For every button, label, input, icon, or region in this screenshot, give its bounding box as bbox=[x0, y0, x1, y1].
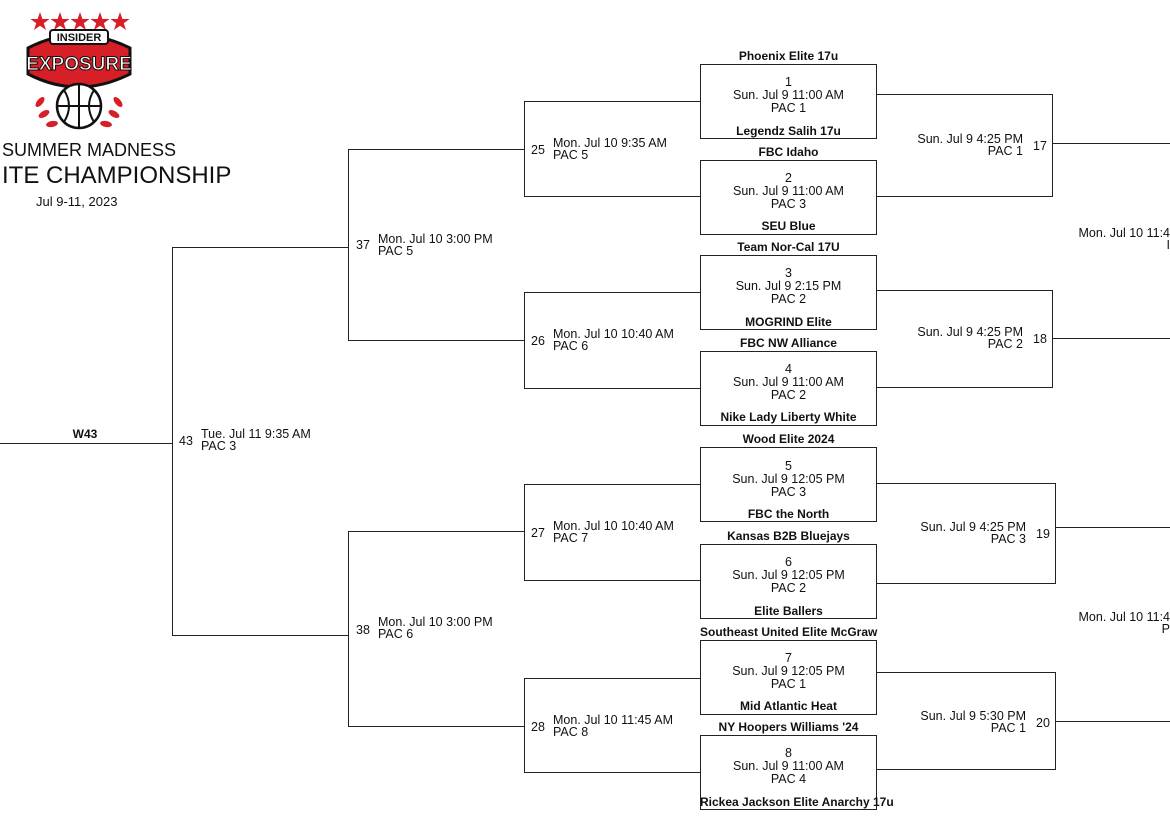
game-court: PAC 2 bbox=[770, 581, 807, 595]
game-number-20: 20 bbox=[1036, 716, 1050, 730]
game-number: 4 bbox=[785, 362, 792, 376]
game-info-3: 3 Sun. Jul 9 2:15 PM PAC 2 bbox=[700, 267, 877, 306]
game-number-43: 43 bbox=[179, 434, 193, 448]
game-time: Sun. Jul 9 12:05 PM bbox=[732, 568, 845, 582]
game-number: 1 bbox=[785, 75, 792, 89]
event-title-line2: ITE CHAMPIONSHIP bbox=[2, 162, 232, 189]
game-info-2: 2 Sun. Jul 9 11:00 AM PAC 3 bbox=[700, 172, 877, 211]
team-bottom[interactable]: FBC the North bbox=[747, 507, 830, 521]
basketball-icon bbox=[55, 82, 103, 130]
game-info-6: 6 Sun. Jul 9 12:05 PM PAC 2 bbox=[700, 556, 877, 595]
game-number: 5 bbox=[785, 459, 792, 473]
game-number: 6 bbox=[785, 555, 792, 569]
game-info-7: 7 Sun. Jul 9 12:05 PM PAC 1 bbox=[700, 652, 877, 691]
team-bottom[interactable]: Nike Lady Liberty White bbox=[720, 410, 857, 424]
game-info-4: 4 Sun. Jul 9 11:00 AM PAC 2 bbox=[700, 363, 877, 402]
game-number-19: 19 bbox=[1036, 527, 1050, 541]
star-icon bbox=[30, 12, 130, 30]
team-bottom[interactable]: Elite Ballers bbox=[754, 604, 823, 618]
far-right-game-schedule[interactable]: Mon. Jul 10 11:4 P bbox=[1078, 610, 1170, 636]
team-top[interactable]: Southeast United Elite McGraw bbox=[700, 625, 878, 639]
game-box-2[interactable] bbox=[700, 160, 877, 235]
team-top[interactable]: FBC NW Alliance bbox=[740, 336, 837, 350]
game-schedule-38[interactable]: Mon. Jul 10 3:00 PM PAC 6 bbox=[378, 615, 493, 641]
game-schedule-37[interactable]: Mon. Jul 10 3:00 PM PAC 5 bbox=[378, 232, 493, 258]
game-number-18: 18 bbox=[1033, 332, 1047, 346]
game-box-1[interactable] bbox=[700, 64, 877, 139]
game-number-27: 27 bbox=[531, 526, 545, 540]
game-schedule-28[interactable]: Mon. Jul 10 11:45 AM PAC 8 bbox=[553, 713, 673, 739]
game-time: Sun. Jul 9 2:15 PM bbox=[735, 279, 842, 293]
team-top[interactable]: Team Nor-Cal 17U bbox=[737, 240, 840, 254]
team-bottom[interactable]: Mid Atlantic Heat bbox=[740, 699, 837, 713]
team-top[interactable]: FBC Idaho bbox=[758, 145, 819, 159]
game-time: Sun. Jul 9 12:05 PM bbox=[732, 664, 845, 678]
game-box-4[interactable] bbox=[700, 351, 877, 426]
game-number: 3 bbox=[785, 266, 792, 280]
game-number-28: 28 bbox=[531, 720, 545, 734]
game-info-1: 1 Sun. Jul 9 11:00 AM PAC 1 bbox=[700, 76, 877, 115]
game-time: Sun. Jul 9 11:00 AM bbox=[733, 759, 844, 773]
event-dates: Jul 9-11, 2023 bbox=[36, 194, 118, 209]
insider-exposure-logo: INSIDER EXPOSURE bbox=[18, 10, 148, 140]
game-court: PAC 2 bbox=[770, 292, 807, 306]
consolation-game-18[interactable]: Sun. Jul 9 4:25 PM PAC 2 bbox=[917, 325, 1023, 351]
game-schedule-43[interactable]: Tue. Jul 11 9:35 AM PAC 3 bbox=[201, 427, 311, 453]
game-schedule-27[interactable]: Mon. Jul 10 10:40 AM PAC 7 bbox=[553, 519, 674, 545]
game-number: 2 bbox=[785, 171, 792, 185]
team-bottom[interactable]: Legendz Salih 17u bbox=[736, 124, 841, 138]
game-info-5: 5 Sun. Jul 9 12:05 PM PAC 3 bbox=[700, 460, 877, 499]
event-title-line1: SUMMER MADNESS bbox=[2, 140, 177, 160]
game-time: Sun. Jul 9 11:00 AM bbox=[733, 184, 844, 198]
game-court: PAC 2 bbox=[770, 388, 807, 402]
game-box-5[interactable] bbox=[700, 447, 877, 522]
game-court: PAC 1 bbox=[770, 677, 807, 691]
game-number-38: 38 bbox=[356, 623, 370, 637]
game-number-25: 25 bbox=[531, 143, 545, 157]
team-top[interactable]: Kansas B2B Bluejays bbox=[727, 529, 850, 543]
game-number-37: 37 bbox=[356, 238, 370, 252]
game-box-7[interactable] bbox=[700, 640, 877, 715]
team-top[interactable]: NY Hoopers Williams '24 bbox=[718, 720, 859, 734]
game-box-6[interactable] bbox=[700, 544, 877, 619]
svg-text:INSIDER: INSIDER bbox=[57, 32, 102, 44]
laurel-icon bbox=[35, 97, 123, 128]
game-number-17: 17 bbox=[1033, 139, 1047, 153]
team-top[interactable]: Wood Elite 2024 bbox=[742, 432, 835, 446]
game-court: PAC 4 bbox=[770, 772, 807, 786]
game-court: PAC 1 bbox=[770, 101, 807, 115]
consolation-game-17[interactable]: Sun. Jul 9 4:25 PM PAC 1 bbox=[917, 132, 1023, 158]
team-bottom[interactable]: MOGRIND Elite bbox=[745, 315, 832, 329]
team-bottom[interactable]: Rickea Jackson Elite Anarchy 17u bbox=[700, 795, 894, 809]
game-court: PAC 3 bbox=[770, 197, 807, 211]
team-bottom[interactable]: SEU Blue bbox=[761, 219, 816, 233]
consolation-game-20[interactable]: Sun. Jul 9 5:30 PM PAC 1 bbox=[920, 709, 1026, 735]
game-number-26: 26 bbox=[531, 334, 545, 348]
consolation-game-19[interactable]: Sun. Jul 9 4:25 PM PAC 3 bbox=[920, 520, 1026, 546]
game-number: 8 bbox=[785, 746, 792, 760]
game-time: Sun. Jul 9 11:00 AM bbox=[733, 375, 844, 389]
svg-text:EXPOSURE: EXPOSURE bbox=[26, 54, 132, 75]
game-box-8[interactable] bbox=[700, 735, 877, 810]
team-top[interactable]: Phoenix Elite 17u bbox=[738, 49, 839, 63]
far-right-game-schedule[interactable]: Mon. Jul 10 11:4 I bbox=[1078, 226, 1170, 252]
game-number: 7 bbox=[785, 651, 792, 665]
game-schedule-26[interactable]: Mon. Jul 10 10:40 AM PAC 6 bbox=[553, 327, 674, 353]
game-time: Sun. Jul 9 12:05 PM bbox=[732, 472, 845, 486]
game-time: Sun. Jul 9 11:00 AM bbox=[733, 88, 844, 102]
game-info-8: 8 Sun. Jul 9 11:00 AM PAC 4 bbox=[700, 747, 877, 786]
game-schedule-25[interactable]: Mon. Jul 10 9:35 AM PAC 5 bbox=[553, 136, 667, 162]
winner-label: W43 bbox=[72, 427, 98, 441]
game-court: PAC 3 bbox=[770, 485, 807, 499]
game-box-3[interactable] bbox=[700, 255, 877, 330]
